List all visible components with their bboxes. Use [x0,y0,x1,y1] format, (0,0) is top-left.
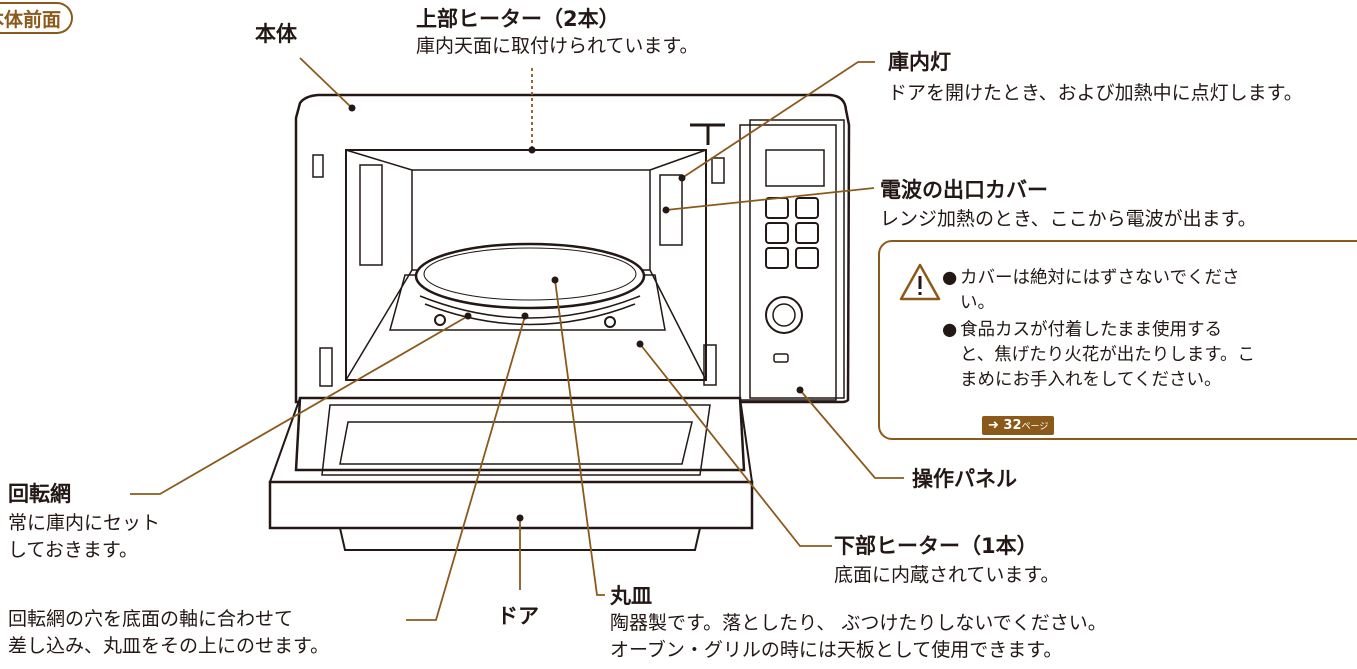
label-rotating-net-desc-1: 常に庫内にセット [8,512,161,534]
warning-item-1-line1: カバーは絶対にはずさないでくださ [960,268,1240,288]
warning-triangle-icon [899,263,941,301]
warning-item-2-line2: と、焦げたり火花が出たりします。こ [960,345,1256,365]
label-lamp-title: 庫内灯 [888,50,951,74]
warning-item-2: ● 食品カスが付着したまま使用する と、焦げたり火花が出たりします。こ まめにお… [942,318,1302,393]
label-lamp-desc: ドアを開けたとき、および加熱中に点灯します。 [888,82,1303,104]
section-tab: 本体前面 [0,2,73,34]
label-bottom-heater-desc: 底面に内蔵されています。 [834,564,1060,586]
warning-item-2-line3: まめにお手入れをしてください。 [960,370,1222,390]
label-wave-cover-desc: レンジ加熱のとき、ここから電波が出ます。 [880,208,1257,230]
label-body-title: 本体 [255,22,297,46]
bullet: ● [942,320,958,340]
label-rotating-net-desc-2: しておきます。 [8,539,138,561]
bullet: ● [942,268,958,288]
leader-lines [130,57,904,621]
page-reference-link[interactable]: ➜ 32ページ [982,416,1055,435]
page-ref-number: ➜ 32 [988,418,1022,433]
label-net-instruction-2: 差し込み、丸皿をその上にのせます。 [8,635,330,657]
microwave-illustration [268,93,851,551]
label-net-instruction-1: 回転網の穴を底面の軸に合わせて [8,608,294,630]
label-plate-title: 丸皿 [610,584,652,608]
label-wave-cover-title: 電波の出口カバー [880,178,1048,202]
warning-box: ● カバーは絶対にはずさないでくださ い。 ● 食品カスが付着したまま使用する … [878,240,1357,440]
label-rotating-net-title: 回転網 [8,482,71,506]
label-plate-desc-1: 陶器製です。落としたり、 ぶつけたりしないでください。 [610,612,1107,634]
label-top-heater-desc: 庫内天面に取付けられています。 [416,35,699,57]
label-control-panel-title: 操作パネル [912,467,1017,491]
warning-item-1: ● カバーは絶対にはずさないでくださ い。 [942,266,1302,316]
warning-item-1-line2: い。 [960,293,995,313]
label-bottom-heater-title: 下部ヒーター（1本） [834,534,1038,558]
page-ref-suffix: ページ [1021,422,1049,432]
leader-dots [348,104,804,522]
label-top-heater-title: 上部ヒーター（2本） [416,7,620,31]
label-door-title: ドア [497,604,539,628]
label-plate-desc-2: オーブン・グリルの時には天板として使用できます。 [610,639,1063,661]
warning-item-2-line1: 食品カスが付着したまま使用する [960,320,1222,340]
